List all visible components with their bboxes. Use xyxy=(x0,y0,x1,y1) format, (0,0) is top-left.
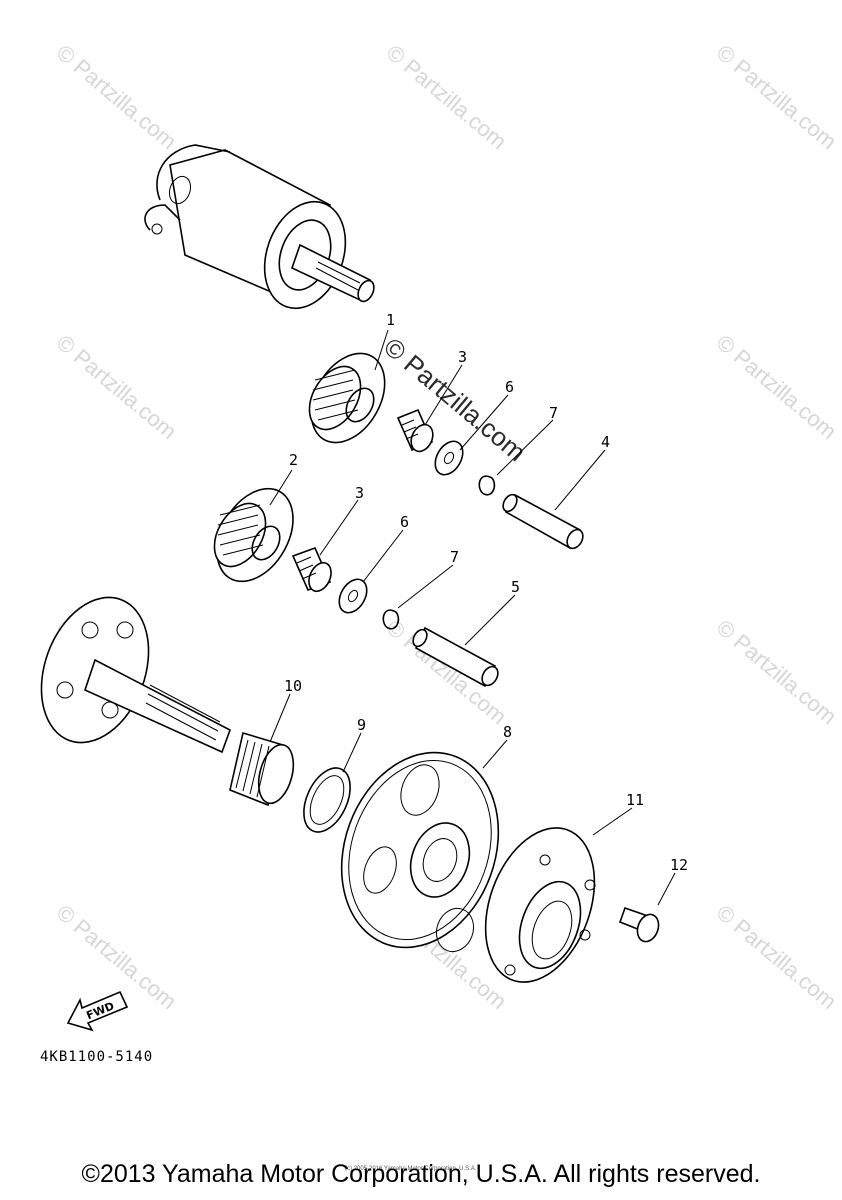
fwd-arrow-icon: FWD xyxy=(66,990,129,1032)
watermark-mid-right: © Partzilla.com xyxy=(712,330,842,444)
callout-8: 8 xyxy=(503,723,512,741)
callout-numbers: 1 2 3 3 4 5 6 6 7 7 8 9 10 11 12 xyxy=(284,311,688,874)
watermark-lower-right: © Partzilla.com xyxy=(712,615,842,729)
copyright-notice: ©2013 Yamaha Motor Corporation, U.S.A. A… xyxy=(81,1160,761,1188)
fine-print: (c) 2005-2016 Yamaha Motor Corporation, … xyxy=(345,1166,477,1172)
washer-9 xyxy=(303,767,351,833)
needle-bearing-3b xyxy=(291,546,332,593)
watermark-bottom-right: © Partzilla.com xyxy=(712,900,842,1014)
needle-bearing-3a xyxy=(396,408,434,453)
starter-wheel-gear-8 xyxy=(340,751,500,953)
circlip-7b xyxy=(382,609,400,630)
callout-3b: 3 xyxy=(355,484,364,502)
callout-2: 2 xyxy=(289,451,298,469)
callout-7a: 7 xyxy=(549,404,558,422)
callout-4: 4 xyxy=(601,433,610,451)
idler-shaft-4 xyxy=(502,493,584,550)
watermark-top-left: © Partzilla.com xyxy=(52,40,182,154)
callout-7b: 7 xyxy=(450,548,459,566)
washer-6b xyxy=(338,578,368,614)
callout-5: 5 xyxy=(511,578,520,596)
bolt-12 xyxy=(618,906,660,943)
callout-10: 10 xyxy=(284,677,302,695)
part-number: 4KB1100-5140 xyxy=(40,1049,153,1065)
callout-1: 1 xyxy=(386,311,395,329)
circlip-7a xyxy=(478,475,496,496)
starter-motor xyxy=(144,144,375,310)
watermark-top-right: © Partzilla.com xyxy=(712,40,842,154)
callout-6b: 6 xyxy=(400,513,409,531)
watermark-top-center: © Partzilla.com xyxy=(382,40,512,154)
callout-3a: 3 xyxy=(458,348,467,366)
idler-gear-2 xyxy=(213,487,294,583)
callout-6a: 6 xyxy=(505,378,514,396)
washer-6a xyxy=(434,440,464,476)
callout-12: 12 xyxy=(670,856,688,874)
idler-shaft-5 xyxy=(412,626,499,688)
callout-9: 9 xyxy=(357,716,366,734)
callout-11: 11 xyxy=(626,791,644,809)
crankshaft xyxy=(40,596,231,754)
idler-gear-1 xyxy=(308,352,386,444)
one-way-clutch-11 xyxy=(484,827,596,983)
needle-bearing-10 xyxy=(229,731,295,807)
watermark-mid-left: © Partzilla.com xyxy=(52,330,182,444)
leader-lines xyxy=(269,329,676,906)
